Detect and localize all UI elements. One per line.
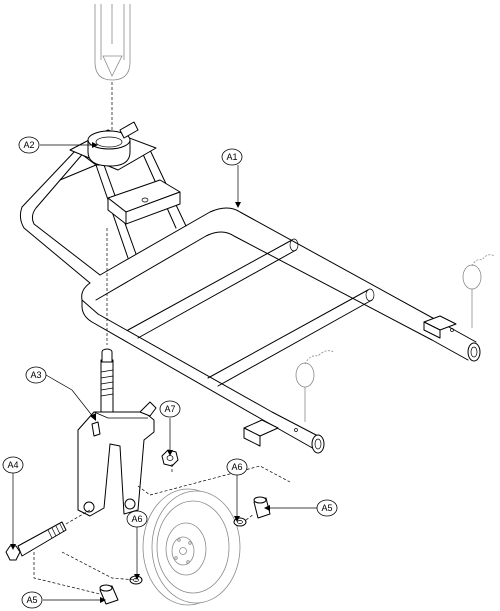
leader-lines: [12, 144, 317, 601]
svg-text:A5: A5: [321, 503, 332, 513]
callout-a5-right: A5: [316, 499, 338, 517]
leader-arrowheads: [10, 142, 270, 603]
callout-a2: A2: [18, 136, 40, 154]
assembly-lines: [33, 464, 291, 595]
callout-a3: A3: [25, 366, 47, 384]
svg-text:A5: A5: [26, 595, 37, 605]
washer-right-hole: [237, 520, 243, 524]
caster-wheel: [142, 488, 241, 606]
callout-a6-left: A6: [126, 510, 148, 528]
callout-a1: A1: [221, 148, 243, 166]
rear-frame: [19, 149, 187, 284]
tiller-column: [94, 4, 131, 81]
mid-bracket: [107, 179, 181, 225]
svg-text:A4: A4: [7, 460, 18, 470]
quick-release-pin-right: [462, 254, 495, 328]
svg-text:A2: A2: [23, 140, 34, 150]
svg-text:A7: A7: [164, 404, 175, 414]
spacer-right: [253, 496, 271, 519]
svg-text:A6: A6: [231, 462, 242, 472]
callout-a4: A4: [2, 456, 24, 474]
callout-a5-left: A5: [21, 591, 43, 609]
svg-text:A3: A3: [30, 370, 41, 380]
svg-text:A6: A6: [131, 514, 142, 524]
quick-release-pin-left: [295, 350, 335, 422]
callout-a6-right: A6: [226, 458, 248, 476]
axle-bolt: [5, 521, 67, 561]
front-frame: [81, 207, 481, 454]
callout-a7: A7: [159, 400, 181, 418]
head-socket: [69, 121, 157, 171]
caster-fork: [77, 348, 157, 517]
svg-text:A1: A1: [226, 152, 237, 162]
